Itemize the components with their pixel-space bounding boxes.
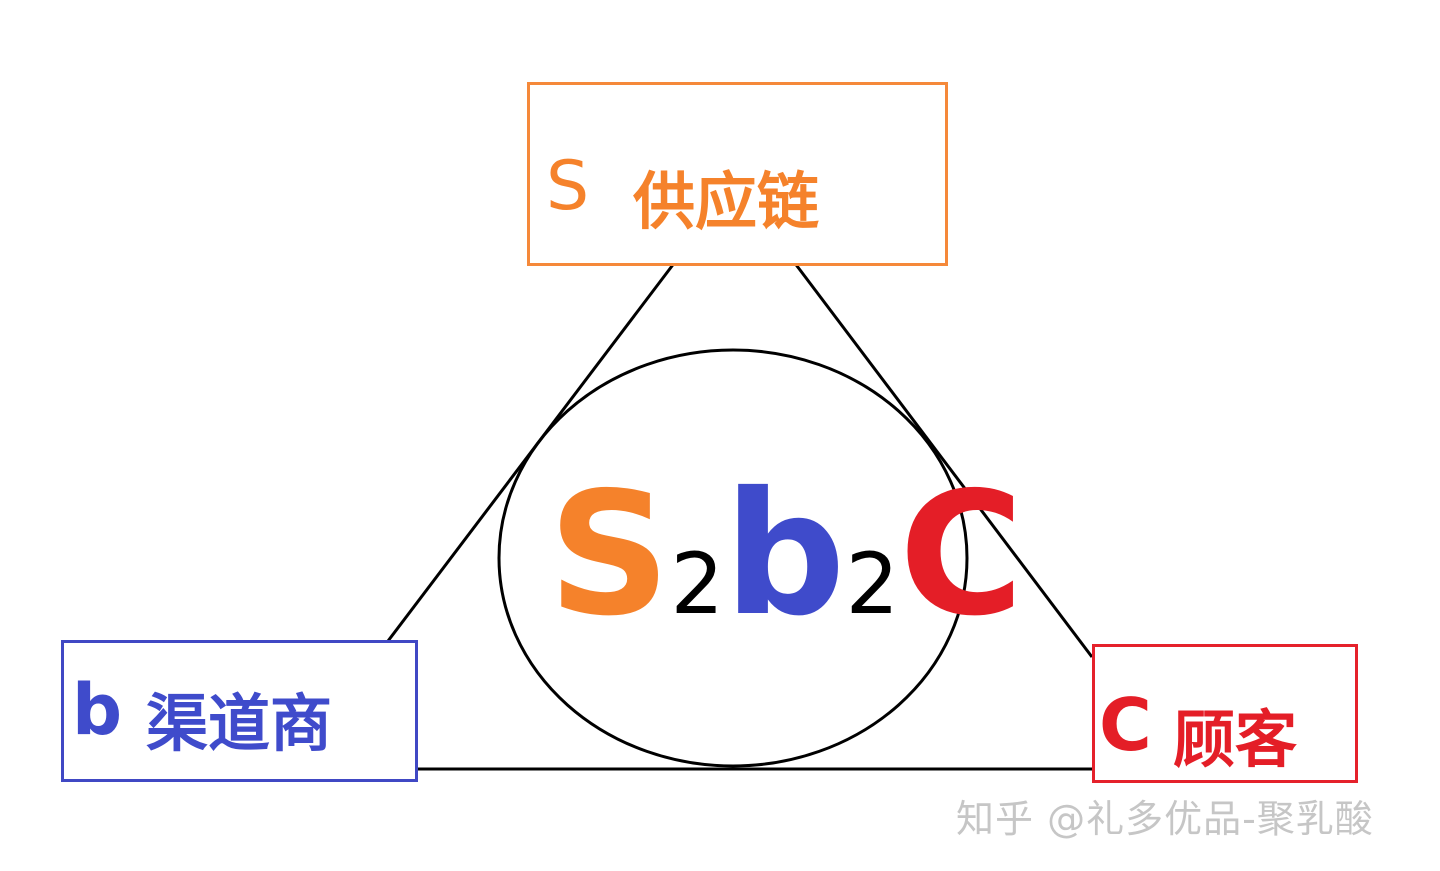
watermark: 知乎 @礼多优品-聚乳酸 <box>956 797 1374 841</box>
node-customer-letter: C <box>1099 683 1152 767</box>
node-channel: b 渠道商 <box>61 640 418 782</box>
center-two-2: 2 <box>845 535 900 633</box>
node-supply-chain: S 供应链 <box>527 82 948 266</box>
node-channel-letter: b <box>72 669 123 751</box>
edge-supply-customer <box>792 261 1094 658</box>
center-b: b <box>723 456 846 654</box>
center-s: S <box>548 456 671 654</box>
node-customer-label: 顾客 <box>1173 703 1298 776</box>
center-title: S 2 b 2 C <box>548 470 1024 640</box>
center-c: C <box>899 456 1024 654</box>
center-two-1: 2 <box>670 535 724 633</box>
node-customer: C 顾客 <box>1092 644 1358 783</box>
node-supply-letter: S <box>546 147 590 226</box>
node-channel-label: 渠道商 <box>146 687 333 760</box>
center-circle <box>497 348 969 768</box>
node-supply-label: 供应链 <box>633 165 820 238</box>
